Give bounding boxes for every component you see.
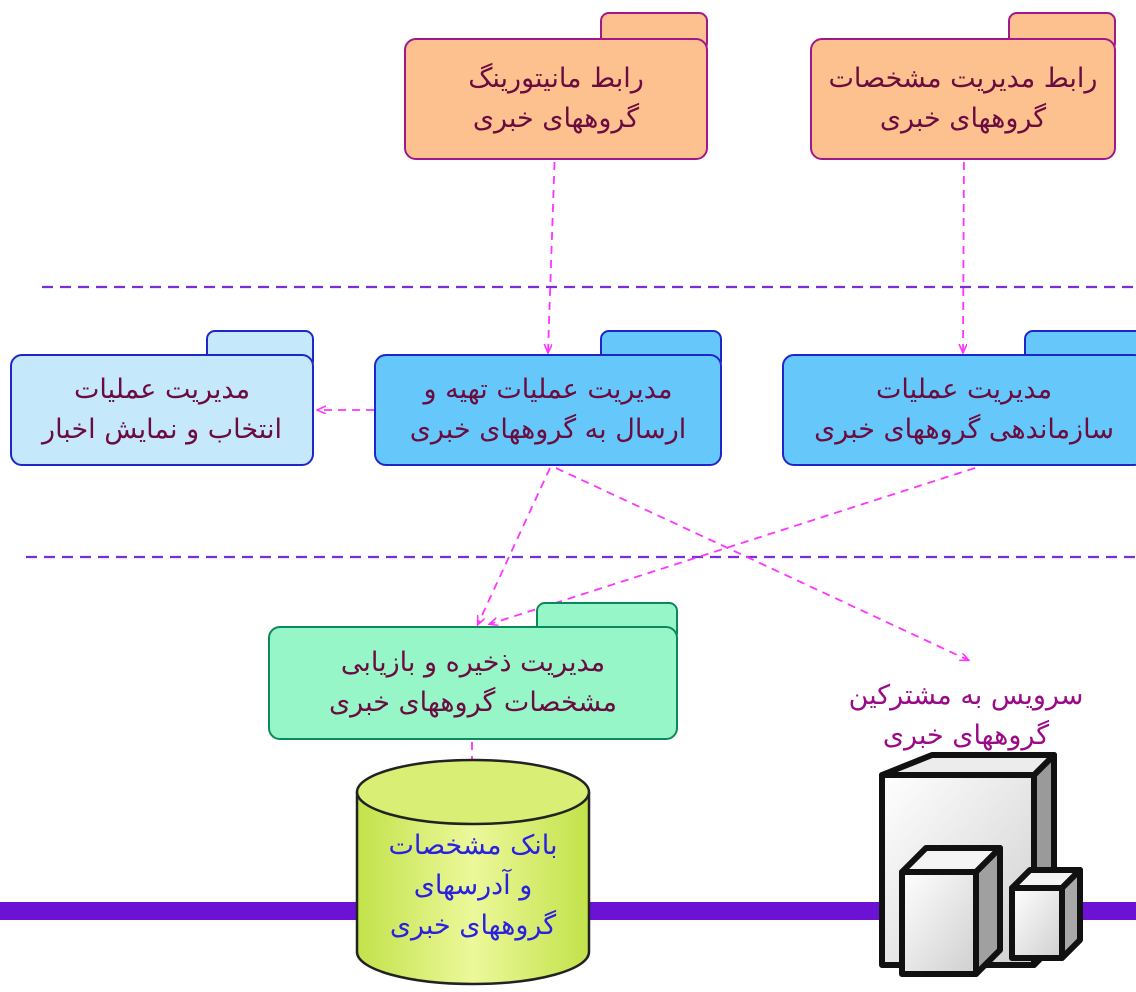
package-select-display-news: مدیریت عملیات انتخاب و نمایش اخبار — [10, 330, 314, 466]
package-organize-news-groups: مدیریت عملیات سازماندهی گروههای خبری — [782, 330, 1136, 466]
arrow-organize-to-store — [490, 467, 976, 624]
package-title-line: ارسال به گروههای خبری — [409, 414, 687, 445]
package-body: رابط مانیتورینگ گروههای خبری — [404, 38, 708, 160]
package-title-line: گروههای خبری — [472, 103, 640, 134]
package-title-line: مدیریت عملیات تهیه و — [423, 374, 673, 405]
package-title-line: مدیریت عملیات — [875, 374, 1053, 405]
package-title-line: مدیریت عملیات — [73, 374, 251, 405]
service-label-line: سرویس به مشترکین — [848, 680, 1084, 711]
package-monitoring-interface: رابط مانیتورینگ گروههای خبری — [404, 12, 708, 160]
package-body: مدیریت عملیات انتخاب و نمایش اخبار — [10, 354, 314, 466]
service-cube-icon — [879, 752, 1083, 977]
package-body: مدیریت عملیات تهیه و ارسال به گروههای خب… — [374, 354, 722, 466]
arrow-spec-to-organize — [963, 147, 964, 352]
package-title-line: رابط مدیریت مشخصات — [828, 63, 1098, 94]
package-body: مدیریت عملیات سازماندهی گروههای خبری — [782, 354, 1136, 466]
package-title-line: انتخاب و نمایش اخبار — [42, 414, 282, 445]
database-cylinder — [355, 758, 591, 986]
arrow-prepare-to-store — [478, 467, 551, 624]
arrow-prepare-to-service — [555, 467, 968, 660]
package-body: مدیریت ذخیره و بازیابی مشخصات گروههای خب… — [268, 626, 678, 740]
package-store-retrieve: مدیریت ذخیره و بازیابی مشخصات گروههای خب… — [268, 602, 678, 740]
package-body: رابط مدیریت مشخصات گروههای خبری — [810, 38, 1116, 160]
package-title-line: رابط مانیتورینگ — [468, 63, 644, 94]
arrow-monitoring-to-prepare — [548, 147, 556, 352]
package-spec-management-interface: رابط مدیریت مشخصات گروههای خبری — [810, 12, 1116, 160]
database-label: بانک مشخصات و آدرسهای گروههای خبری — [357, 826, 589, 946]
package-title-line: سازماندهی گروههای خبری — [814, 414, 1114, 445]
subscriber-service-label: سرویس به مشترکین گروههای خبری — [836, 676, 1096, 756]
package-title-line: گروههای خبری — [879, 103, 1047, 134]
service-label-line: گروههای خبری — [882, 720, 1050, 751]
package-title-line: مشخصات گروههای خبری — [329, 687, 617, 718]
database-label-line: و آدرسهای — [413, 870, 533, 901]
package-title-line: مدیریت ذخیره و بازیابی — [340, 647, 606, 678]
database-label-line: بانک مشخصات — [388, 830, 558, 861]
database-label-line: گروههای خبری — [389, 910, 557, 941]
package-prepare-send: مدیریت عملیات تهیه و ارسال به گروههای خب… — [374, 330, 722, 466]
